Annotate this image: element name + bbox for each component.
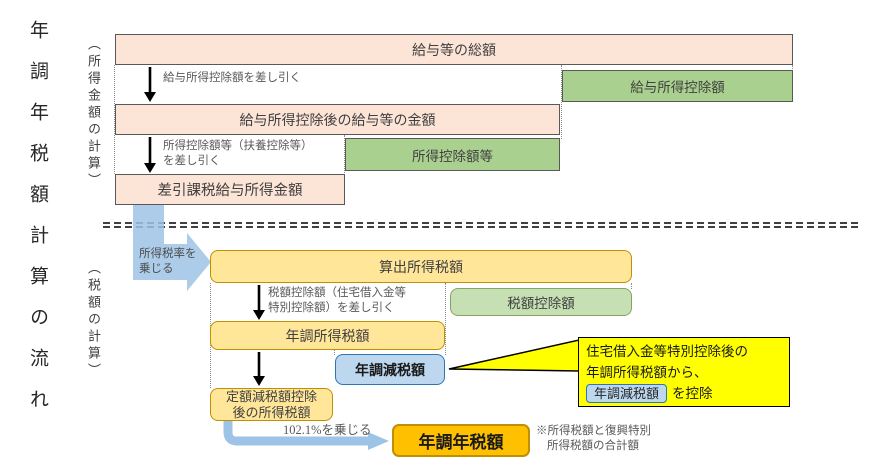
box-tax-credit: 税額控除額 bbox=[450, 288, 632, 316]
guide-line bbox=[344, 135, 345, 175]
guide-line bbox=[114, 65, 115, 174]
income-section-label: （所得金額の計算） bbox=[86, 37, 101, 190]
footnote-line1: ※所得税額と復興特別 bbox=[536, 425, 651, 437]
box-label: 給与所得控除額 bbox=[630, 80, 725, 95]
section-separator-dashed-line bbox=[103, 222, 862, 229]
callout-line3-suffix: を控除 bbox=[672, 386, 713, 401]
box-label-line1: 定額減税額控除 bbox=[225, 388, 317, 404]
box-nencho-tax-reduction: 年調減税額 bbox=[335, 354, 445, 385]
box-label: 年調所得税額 bbox=[285, 329, 370, 345]
note-salary-deduction: 給与所得控除額を差し引く bbox=[163, 71, 301, 86]
box-label: 給与所得控除後の給与等の金額 bbox=[239, 113, 436, 129]
box-label: 差引課税給与所得金額 bbox=[157, 183, 303, 199]
note-text-line1: 所得税率を bbox=[139, 248, 197, 260]
down-arrow-icon bbox=[253, 352, 265, 386]
box-label: 定額減税額控除 後の所得税額 bbox=[226, 389, 317, 421]
note-text-line2: を差し引く bbox=[163, 155, 221, 167]
guide-line bbox=[792, 65, 793, 71]
footnote-line2: 所得税額の合計額 bbox=[547, 440, 639, 452]
box-label: 所得控除額等 bbox=[412, 148, 493, 164]
down-arrow-icon bbox=[144, 137, 156, 173]
down-arrow-icon bbox=[253, 285, 265, 320]
box-nencho-income-tax: 年調所得税額 bbox=[210, 321, 445, 350]
box-label-line2: 後の所得税額 bbox=[232, 404, 311, 420]
box-income-deductions: 所得控除額等 bbox=[345, 138, 560, 171]
tax-section-label: （税額の計算） bbox=[86, 261, 101, 380]
box-label: 給与等の総額 bbox=[412, 43, 496, 59]
box-salary-deduction: 給与所得控除額 bbox=[562, 70, 793, 102]
note-text-line2: 特別控除額）を差し引く bbox=[268, 302, 395, 314]
box-label: 年調年税額 bbox=[418, 433, 504, 452]
note-income-deduction: 所得控除額等（扶養控除等） を差し引く bbox=[163, 139, 313, 169]
callout-pointer bbox=[448, 339, 580, 372]
note-text: 給与所得控除額を差し引く bbox=[163, 72, 301, 84]
down-arrow-icon bbox=[144, 67, 156, 102]
note-text-line1: 所得控除額等（扶養控除等） bbox=[163, 140, 313, 152]
box-label: 算出所得税額 bbox=[379, 260, 463, 276]
note-tax-credit: 税額控除額（住宅借入金等 特別控除額）を差し引く bbox=[268, 286, 406, 316]
note-tax-rate: 所得税率を 乗じる bbox=[139, 247, 197, 277]
footnote: ※所得税額と復興特別 所得税額の合計額 bbox=[536, 424, 651, 454]
callout-line2: 年調所得税額から、 bbox=[586, 365, 708, 380]
box-after-flat-reduction: 定額減税額控除 後の所得税額 bbox=[210, 388, 333, 421]
note-text: 102.1%を乗じる bbox=[283, 423, 372, 437]
box-taxable-salary-income: 差引課税給与所得金額 bbox=[115, 174, 345, 205]
guide-line bbox=[561, 65, 562, 139]
callout-box: 住宅借入金等特別控除後の 年調所得税額から、 年調減税額を控除 bbox=[578, 337, 790, 407]
box-calculated-income-tax: 算出所得税額 bbox=[210, 250, 632, 283]
note-text-line1: 税額控除額（住宅借入金等 bbox=[268, 287, 406, 299]
note-multiply-rate: 102.1%を乗じる bbox=[283, 423, 372, 438]
diagram-title-vertical: 年調年税額計算の流れ bbox=[27, 20, 48, 430]
callout-line1: 住宅借入金等特別控除後の bbox=[586, 344, 748, 359]
box-label: 税額控除額 bbox=[507, 296, 575, 311]
box-after-salary-deduction: 給与所得控除後の給与等の金額 bbox=[115, 104, 560, 135]
box-label: 年調減税額 bbox=[355, 361, 425, 378]
box-annual-tax-amount: 年調年税額 bbox=[392, 424, 530, 457]
guide-line bbox=[631, 283, 632, 289]
callout-chip-nencho-reduction: 年調減税額 bbox=[586, 384, 668, 403]
note-text-line2: 乗じる bbox=[139, 263, 174, 275]
box-total-salary: 給与等の総額 bbox=[115, 34, 793, 65]
guide-line bbox=[445, 283, 446, 355]
guide-line bbox=[334, 350, 335, 355]
